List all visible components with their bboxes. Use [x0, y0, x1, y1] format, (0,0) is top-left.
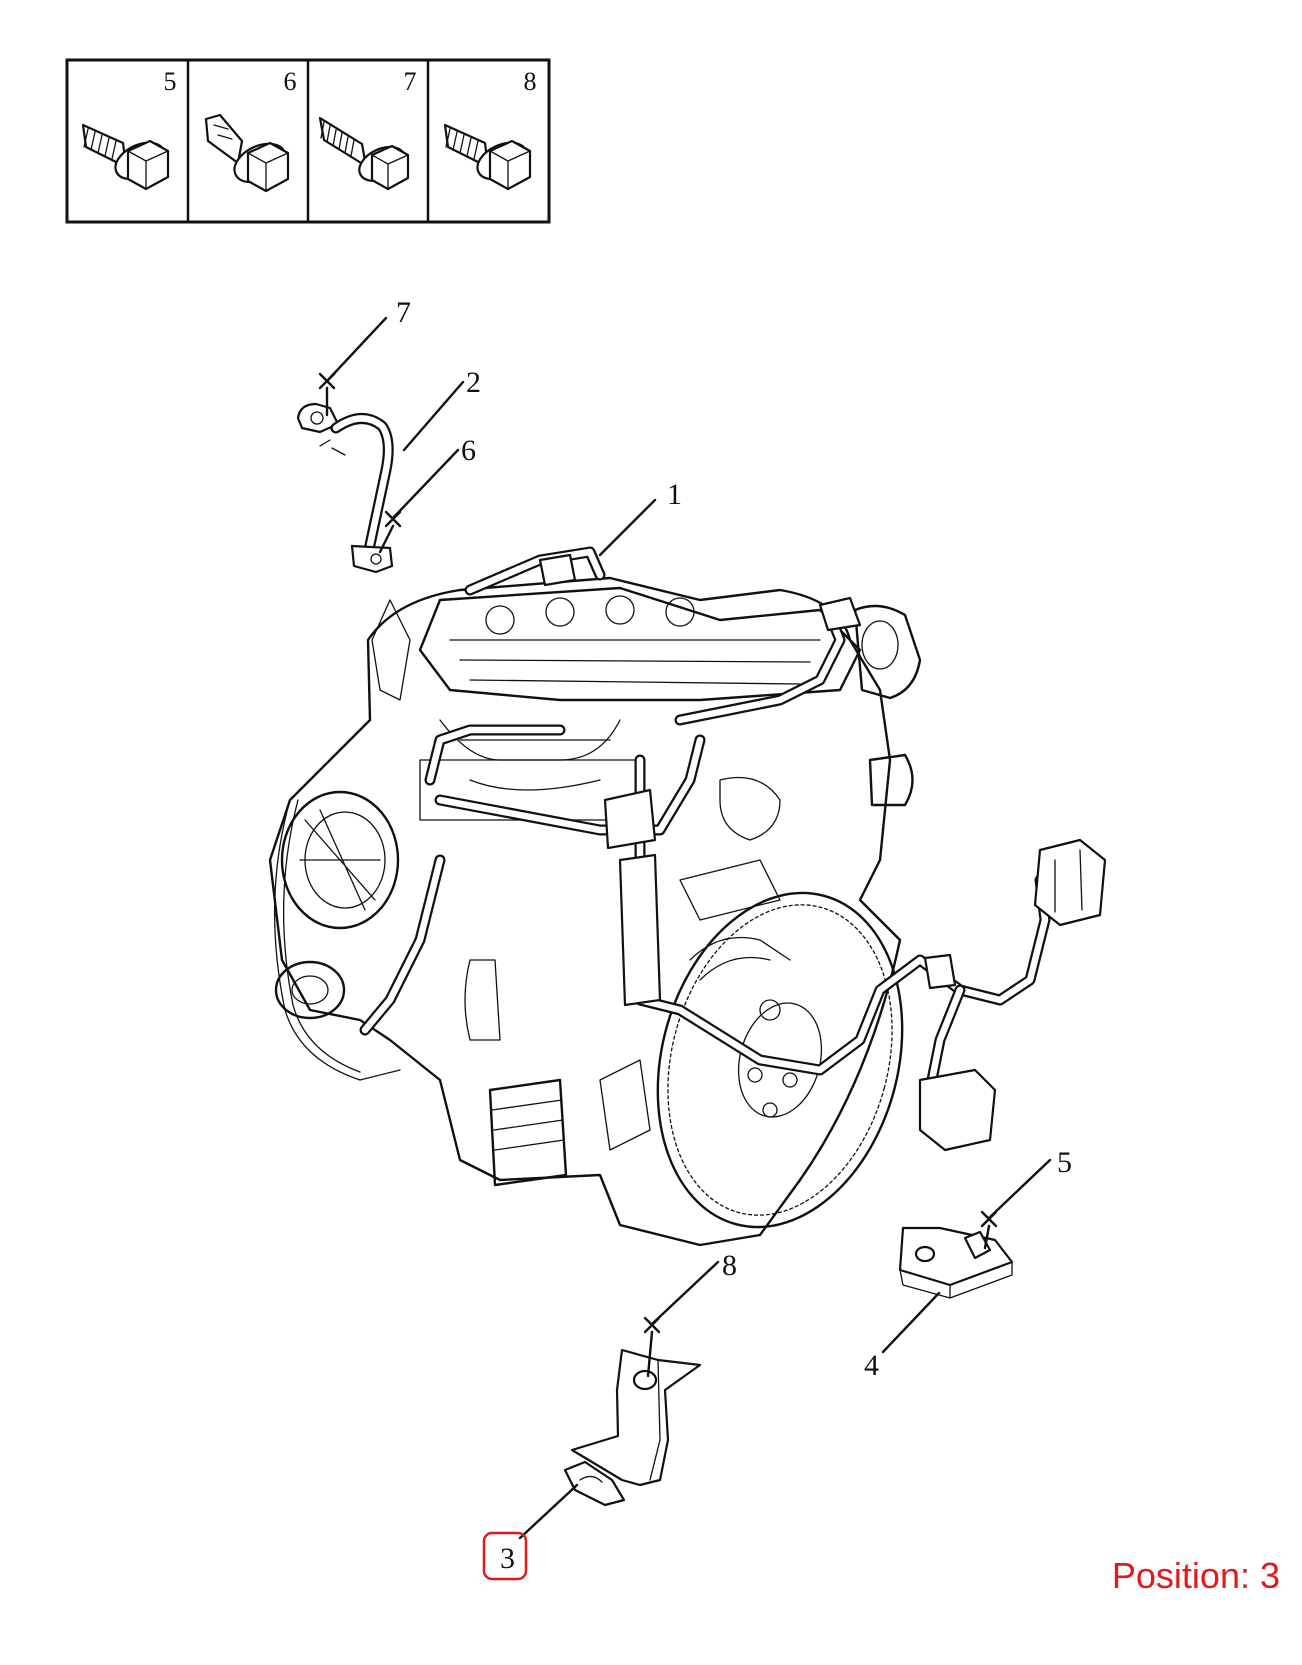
callout-5[interactable]: 5 [1057, 1146, 1072, 1179]
harness-bracket-right [898, 1226, 1014, 1299]
leader-lines [318, 316, 1052, 1540]
table-column-5-label: 5 [164, 67, 177, 96]
fastener-table: 5 6 7 8 [65, 58, 551, 224]
harness-bracket-lower [563, 1348, 702, 1507]
engine-wiring-harness [359, 546, 1107, 1152]
position-label: Position: 3 [1111, 1555, 1280, 1596]
table-column-6-label: 6 [284, 67, 297, 96]
engine-assembly [268, 576, 922, 1247]
callout-7[interactable]: 7 [396, 296, 411, 329]
callout-4[interactable]: 4 [864, 1349, 879, 1382]
callout-3[interactable]: 3 [500, 1542, 515, 1575]
highlight-box [482, 1531, 528, 1581]
callout-6[interactable]: 6 [461, 434, 476, 467]
alternator [280, 790, 400, 930]
flange-bolt-icon [443, 123, 532, 191]
flange-bolt-icon [81, 123, 170, 191]
callout-2[interactable]: 2 [466, 366, 481, 399]
callout-8[interactable]: 8 [722, 1249, 737, 1282]
table-column-8-label: 8 [524, 67, 537, 96]
stud-bolt-icon [204, 113, 290, 193]
ground-cable [296, 402, 394, 574]
long-bolt-icon [318, 116, 410, 191]
table-column-7-label: 7 [404, 67, 417, 96]
callout-1[interactable]: 1 [667, 478, 682, 511]
